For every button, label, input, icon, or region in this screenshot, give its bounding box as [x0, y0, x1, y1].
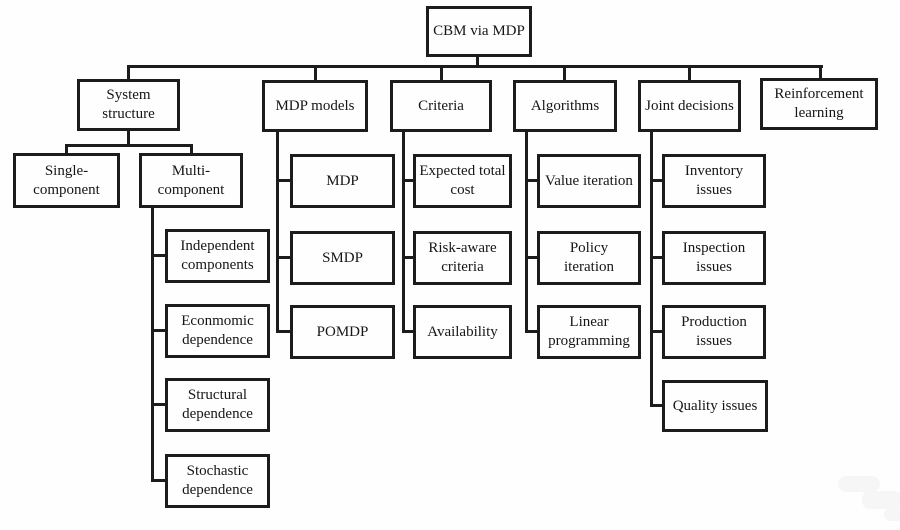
connector-line	[65, 144, 193, 147]
node-production-issues: Production issues	[662, 305, 766, 359]
connector-line	[819, 68, 822, 78]
connector-line	[440, 68, 443, 80]
node-smdp: SMDP	[290, 231, 395, 285]
connector-line	[154, 329, 165, 332]
connector-line	[653, 404, 662, 407]
node-expected-total-cost: Expected total cost	[413, 154, 512, 208]
connector-line	[190, 147, 193, 153]
node-single-component: Single-component	[13, 153, 120, 208]
connector-line	[127, 131, 130, 144]
node-economic-dependence: Econmomic dependence	[165, 304, 270, 358]
node-availability: Availability	[413, 305, 512, 359]
connector-line	[279, 179, 290, 182]
connector-line	[405, 256, 413, 259]
connector-line	[525, 132, 528, 333]
node-mdp: MDP	[290, 154, 395, 208]
connector-line	[688, 68, 691, 80]
connector-line	[127, 68, 130, 79]
node-joint-decisions: Joint decisions	[638, 80, 741, 132]
connector-line	[405, 330, 413, 333]
connector-line	[127, 65, 823, 68]
connector-line	[279, 330, 290, 333]
scan-smudge	[838, 476, 880, 492]
connector-line	[151, 208, 154, 482]
connector-line	[65, 147, 68, 153]
node-structural-dependence: Structural dependence	[165, 378, 270, 432]
node-linear-programming: Linear programming	[537, 305, 641, 359]
node-system-structure: System structure	[77, 79, 180, 131]
connector-line	[279, 256, 290, 259]
connector-line	[154, 403, 165, 406]
connector-line	[405, 179, 413, 182]
connector-line	[314, 68, 317, 80]
node-stochastic-dependence: Stochastic dependence	[165, 454, 270, 508]
node-policy-iteration: Policy iteration	[537, 231, 641, 285]
connector-line	[528, 256, 537, 259]
node-cbm-via-mdp: CBM via MDP	[426, 6, 532, 57]
connector-line	[402, 132, 405, 333]
connector-line	[653, 330, 662, 333]
node-criteria: Criteria	[390, 80, 492, 132]
node-independent-components: Independent components	[165, 229, 270, 283]
node-multi-component: Multi-component	[139, 153, 243, 208]
node-inventory-issues: Inventory issues	[662, 154, 766, 208]
connector-line	[154, 479, 165, 482]
connector-line	[276, 132, 279, 333]
node-inspection-issues: Inspection issues	[662, 231, 766, 285]
connector-line	[653, 179, 662, 182]
node-reinforcement-learning: Reinforcement learning	[760, 78, 878, 130]
scan-smudge	[884, 508, 900, 521]
node-pomdp: POMDP	[290, 305, 395, 359]
connector-line	[528, 330, 537, 333]
node-mdp-models: MDP models	[262, 80, 368, 132]
node-value-iteration: Value iteration	[537, 154, 641, 208]
node-risk-aware-criteria: Risk-aware criteria	[413, 231, 512, 285]
connector-line	[650, 132, 653, 407]
scan-smudge	[862, 491, 900, 509]
connector-line	[528, 179, 537, 182]
node-algorithms: Algorithms	[513, 80, 617, 132]
connector-line	[476, 57, 479, 67]
connector-line	[154, 254, 165, 257]
node-quality-issues: Quality issues	[662, 380, 768, 432]
connector-line	[563, 68, 566, 80]
connector-line	[653, 256, 662, 259]
